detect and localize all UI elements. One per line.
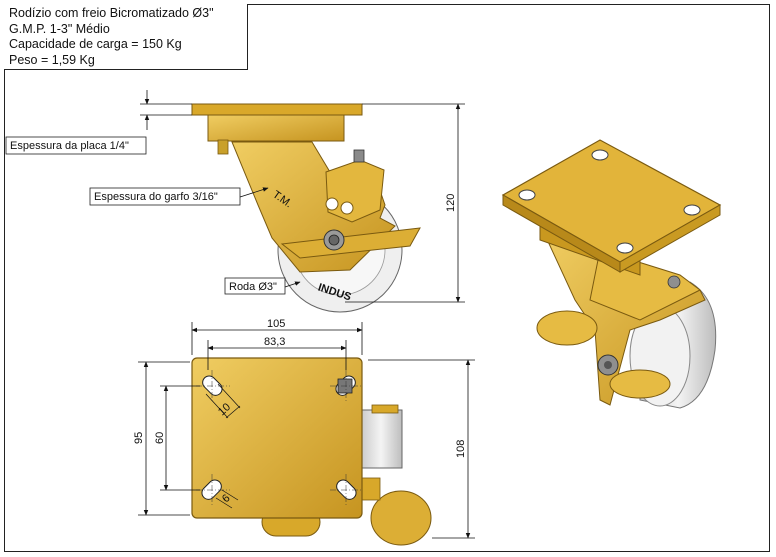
slot-bottom-right	[336, 479, 357, 500]
top-wheel	[359, 409, 403, 469]
top-brake-pedal	[370, 490, 432, 546]
side-top-plate	[191, 103, 363, 116]
brake-pedal	[280, 227, 421, 259]
hole-spacing-y-dimension: 60	[154, 432, 166, 444]
fork-thickness-label: Espessura do garfo 3/16"	[94, 191, 218, 203]
total-height-dimension: 108	[455, 440, 467, 458]
side-view: INDUS T.M. Espessura da placa 1/4" Espes…	[5, 90, 465, 313]
slot-bottom-left	[201, 479, 222, 500]
product-model: G.M.P. 1-3" Médio	[9, 21, 110, 36]
spec-box: Rodízio com freio Bicromatizado Ø3" G.M.…	[4, 4, 248, 70]
drawing-frame	[4, 4, 770, 552]
side-swivel-body	[207, 114, 345, 142]
outer-height-dimension: 95	[133, 432, 145, 444]
wheel-diameter-label: Roda Ø3"	[229, 281, 277, 293]
grease-nipple	[217, 139, 229, 155]
iso-top-plate	[501, 139, 722, 263]
top-plate	[191, 357, 363, 519]
load-capacity: Capacidade de carga = 150 Kg	[9, 37, 182, 51]
product-title: Rodízio com freio Bicromatizado Ø3"	[9, 6, 214, 20]
iso-brake-pedal	[609, 369, 671, 399]
slot-top-left	[202, 375, 223, 396]
hole-spacing-x-dimension: 83,3	[264, 336, 285, 348]
brake-screw	[353, 149, 365, 163]
product-weight: Peso = 1,59 Kg	[9, 52, 95, 67]
top-view: 105 83,3 95 60 108 10 6	[133, 318, 475, 546]
outer-width-dimension: 105	[267, 318, 285, 330]
plate-thickness-label: Espessura da placa 1/4"	[10, 140, 129, 152]
iso-left-pedal	[536, 310, 598, 346]
isometric-view	[501, 139, 722, 409]
height-dimension: 120	[445, 194, 457, 212]
